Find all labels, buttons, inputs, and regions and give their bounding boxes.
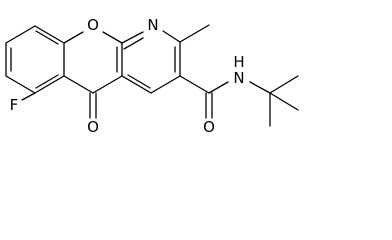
atom-amide-hydrogen: H <box>233 53 244 71</box>
pyranone-ring <box>63 31 123 94</box>
atom-nitrogen-ring: N <box>147 16 158 34</box>
ketone-group <box>89 92 97 119</box>
pyridine-ring <box>121 30 181 94</box>
molecular-structure-diagram: O N F O O N H <box>5 16 299 136</box>
atom-oxygen-ring: O <box>87 16 99 34</box>
benzene-ring <box>5 25 65 94</box>
methyl-bond <box>179 24 210 43</box>
atom-amide-nitrogen: N <box>233 69 244 87</box>
atom-oxygen-ketone: O <box>87 118 99 136</box>
fluorine-bond <box>21 92 36 101</box>
carboxamide-group <box>179 75 229 119</box>
tert-butyl-group <box>249 75 299 127</box>
atom-oxygen-amide: O <box>203 118 215 136</box>
atom-fluorine: F <box>10 96 19 114</box>
